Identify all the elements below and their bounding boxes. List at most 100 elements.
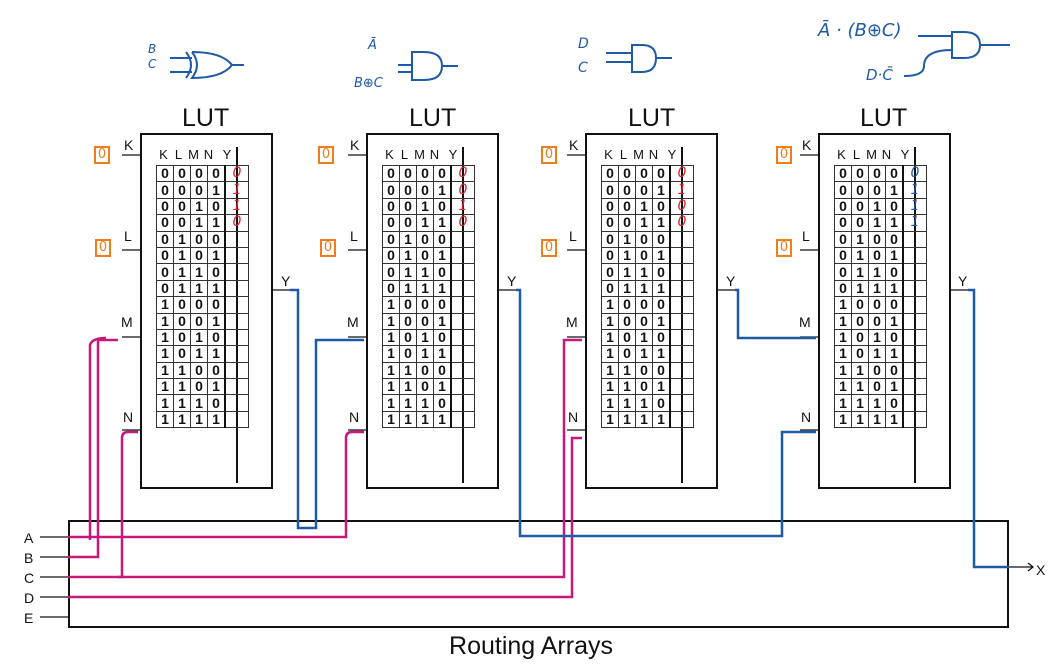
pin-n-label: N (123, 409, 134, 425)
header-m: M (866, 147, 877, 162)
input-bit-cell: 1 (851, 410, 869, 429)
pin-n-label: N (349, 409, 360, 425)
pin-k-label: K (802, 137, 812, 153)
gate-note-input: C (148, 57, 157, 71)
fixed-input-l: 0 (95, 239, 111, 257)
header-l: L (174, 147, 183, 162)
lut-title: LUT (628, 104, 676, 132)
input-bit-cell: 1 (635, 214, 653, 232)
pin-k-label: K (124, 137, 134, 153)
pin-stubs (40, 154, 1035, 618)
output-y-label: Y (726, 273, 736, 289)
header-y: Y (900, 147, 910, 162)
header-y: Y (448, 147, 458, 162)
gate-symbols (170, 31, 1010, 81)
output-y-label: Y (281, 273, 291, 289)
header-n: N (881, 147, 892, 162)
lut-title: LUT (182, 104, 230, 132)
blue-wires (290, 288, 1009, 569)
pin-m-label: M (347, 314, 359, 330)
output-y-cell: 0 (224, 164, 249, 183)
gate-note-input: D·C̄ (866, 66, 893, 84)
input-bit-cell: 1 (173, 410, 191, 429)
fixed-input-k: 0 (776, 146, 792, 164)
xor-gate-icon (170, 51, 244, 80)
pin-l-label: L (124, 228, 132, 244)
output-y-label: Y (958, 273, 968, 289)
input-bit-cell: 1 (652, 410, 671, 429)
input-bit-cell: 0 (190, 246, 208, 265)
input-bit-cell: 0 (868, 296, 886, 314)
output-x-label: X (1036, 562, 1046, 578)
output-y-cell: 1 (450, 197, 475, 216)
lut-title: LUT (860, 104, 908, 132)
header-n: N (429, 147, 440, 162)
routing-array-box (68, 520, 1009, 628)
output-y-cell (669, 410, 694, 429)
magenta-wires (68, 336, 582, 599)
input-bit-cell: 1 (416, 410, 434, 429)
input-bit-cell: 1 (635, 410, 653, 429)
input-bit-cell: 1 (635, 197, 653, 216)
fixed-input-k: 0 (94, 146, 110, 164)
and-gate-icon (903, 31, 1010, 77)
input-c-label: C (24, 570, 35, 586)
pin-m-label: M (121, 314, 133, 330)
pin-m-label: M (799, 314, 811, 330)
gate-note-input: Ā (368, 38, 377, 53)
fixed-input-l: 0 (776, 239, 792, 257)
output-y-cell: 0 (450, 214, 475, 232)
header-y: Y (667, 147, 677, 162)
gate-note-input: B (148, 42, 157, 56)
header-l: L (400, 147, 409, 162)
header-k: K (159, 147, 168, 162)
output-y-cell (224, 410, 249, 429)
input-bit-cell: 1 (190, 410, 208, 429)
input-bit-cell: 1 (868, 410, 886, 429)
fixed-input-k: 0 (541, 146, 557, 164)
input-bit-cell: 0 (416, 296, 434, 314)
pin-k-label: K (350, 137, 360, 153)
input-bit-cell: 1 (618, 410, 636, 429)
input-bit-cell: 1 (382, 410, 400, 429)
input-a-label: A (24, 530, 34, 546)
output-y-cell (450, 410, 475, 429)
input-bit-cell: 1 (885, 410, 904, 429)
